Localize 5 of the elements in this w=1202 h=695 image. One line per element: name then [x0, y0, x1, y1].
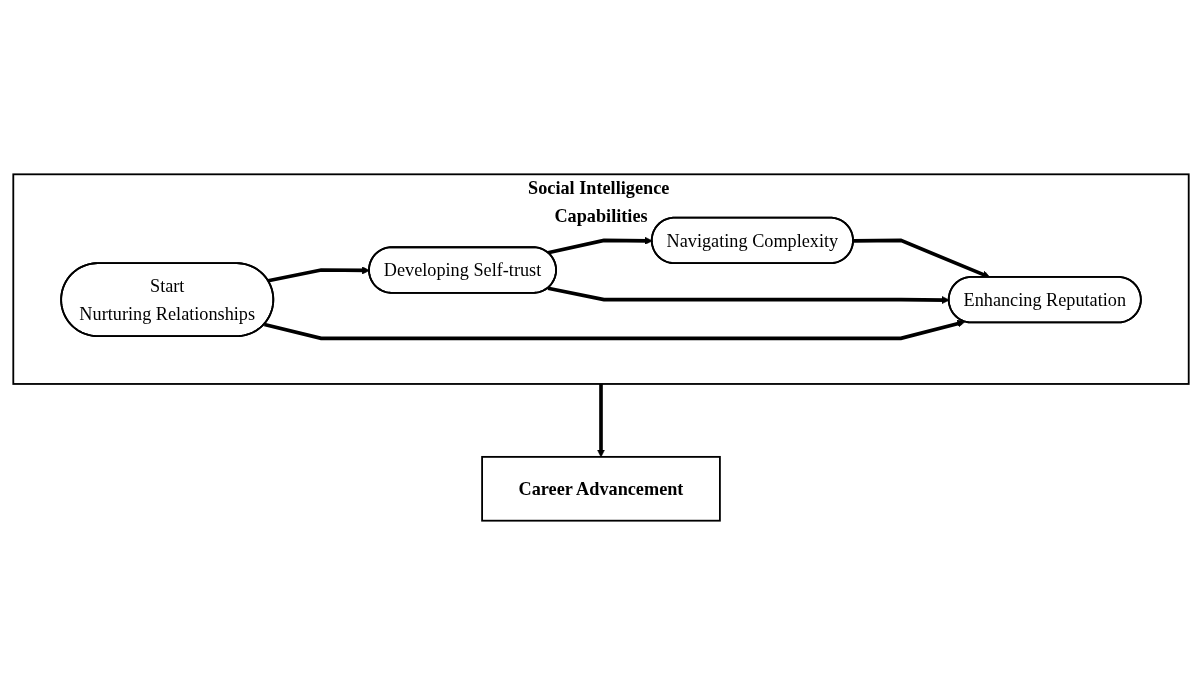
arrow — [267, 266, 370, 283]
node-box: Career Advancement — [481, 455, 721, 522]
arrow — [264, 319, 966, 341]
arrow — [547, 286, 950, 305]
arrow — [597, 383, 605, 458]
